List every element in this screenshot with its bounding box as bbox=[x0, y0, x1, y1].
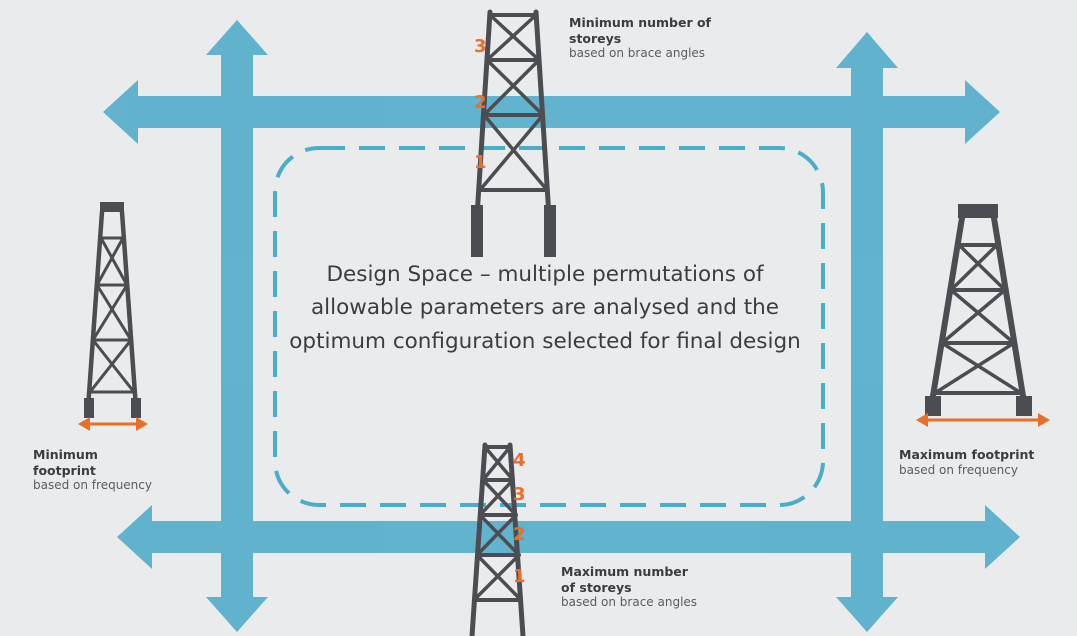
max-footprint-label: Maximum footprint based on frequency bbox=[899, 447, 1034, 478]
bottom-horizontal-arrow bbox=[117, 505, 1020, 569]
design-space-dashed-box bbox=[273, 146, 825, 507]
max-footprint-arrow-icon bbox=[916, 413, 1050, 427]
max-storeys-subtitle: based on brace angles bbox=[561, 595, 698, 610]
bottom-tower-icon bbox=[469, 442, 526, 636]
min-storeys-title-1: Minimum number of bbox=[569, 15, 711, 30]
bottom-tower-level-4: 4 bbox=[513, 450, 526, 471]
min-storeys-title-2: storeys bbox=[569, 30, 622, 46]
min-footprint-label: Minimum footprint based on frequency bbox=[33, 447, 152, 493]
top-tower-icon bbox=[471, 9, 556, 257]
max-footprint-title: Maximum footprint bbox=[899, 447, 1035, 462]
min-storeys-subtitle: based on brace angles bbox=[569, 46, 706, 61]
design-space-description: Design Space – multiple permutations of … bbox=[289, 262, 801, 354]
top-tower-level-3: 3 bbox=[474, 36, 487, 57]
left-vertical-arrow bbox=[206, 20, 268, 632]
min-footprint-subtitle: based on frequency bbox=[33, 478, 152, 493]
bottom-tower-level-2: 2 bbox=[513, 524, 526, 545]
right-vertical-arrow bbox=[836, 32, 898, 632]
max-storeys-title-2: of storeys bbox=[561, 579, 632, 595]
top-tower-level-1: 1 bbox=[474, 152, 487, 173]
min-footprint-arrow-icon bbox=[78, 417, 148, 431]
min-footprint-title-1: Minimum bbox=[33, 447, 98, 462]
min-footprint-title-2: footprint bbox=[33, 462, 96, 478]
bottom-tower-level-3: 3 bbox=[513, 484, 526, 505]
max-footprint-subtitle: based on frequency bbox=[899, 462, 1018, 477]
min-footprint-tower-icon bbox=[84, 202, 141, 418]
max-footprint-tower-icon bbox=[925, 204, 1032, 416]
top-horizontal-arrow bbox=[103, 80, 1000, 144]
max-storeys-title-1: Maximum number bbox=[561, 564, 688, 579]
max-storeys-label: Maximum number of storeys based on brace… bbox=[561, 564, 697, 610]
min-storeys-label: Minimum number of storeys based on brace… bbox=[569, 15, 711, 61]
top-tower-level-2: 2 bbox=[474, 92, 487, 113]
bottom-tower-level-1: 1 bbox=[513, 566, 526, 587]
